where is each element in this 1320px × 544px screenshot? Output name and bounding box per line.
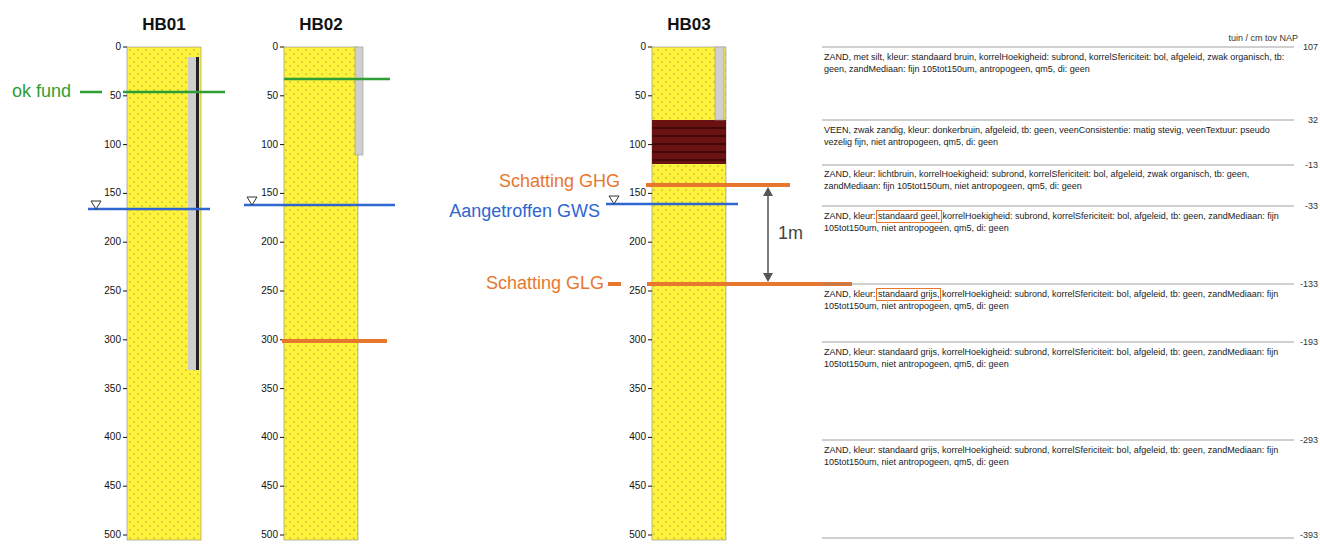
boring-column: HB01 — [127, 47, 201, 540]
dimension-label: 1m — [778, 223, 803, 245]
boring-title: HB01 — [107, 15, 221, 35]
depth-tick-label: 50 — [635, 90, 646, 102]
groundwater-line — [606, 203, 738, 206]
estimate-line — [282, 339, 387, 343]
layer-description: VEEN, zwak zandig, kleur: donkerbruin, a… — [824, 124, 1294, 148]
layer-description: ZAND, kleur: standaard grijs, korrelHoek… — [824, 288, 1294, 312]
depth-tick-label: 100 — [629, 139, 646, 151]
depth-tick-label: 450 — [261, 480, 278, 492]
depth-ticks — [280, 47, 284, 535]
peat-layer — [652, 120, 726, 164]
layer-separator — [822, 47, 1294, 538]
water-table-symbol — [91, 201, 101, 209]
depth-tick-label: 200 — [104, 236, 121, 248]
nap-level: -193 — [1300, 337, 1318, 348]
depth-tick-label: 300 — [261, 334, 278, 346]
boring-column: HB03 — [652, 47, 726, 540]
depth-tick-label: 250 — [261, 285, 278, 297]
groundwater-line — [244, 204, 395, 207]
foundation-line — [80, 91, 225, 94]
depth-tick-label: 200 — [629, 236, 646, 248]
depth-tick-label: 50 — [267, 90, 278, 102]
arrow-head — [763, 273, 773, 282]
boring-column: HB02 — [284, 47, 358, 540]
depth-tick-label: 500 — [629, 529, 646, 541]
nap-level: -133 — [1300, 279, 1318, 290]
depth-tick-label: 150 — [629, 187, 646, 199]
depth-tick-label: 400 — [629, 431, 646, 443]
foundation-line — [284, 78, 390, 81]
water-table-symbol — [609, 196, 619, 204]
arrow-head — [763, 187, 773, 196]
boring-title: HB03 — [632, 15, 746, 35]
dimension-line — [767, 193, 769, 276]
depth-tick-label: 250 — [104, 285, 121, 297]
sand-column — [127, 47, 201, 540]
depth-tick-label: 0 — [272, 41, 278, 53]
depth-tick-label: 300 — [104, 334, 121, 346]
nap-level: -13 — [1305, 160, 1318, 171]
depth-tick-label: 350 — [261, 383, 278, 395]
sand-column — [284, 47, 358, 540]
filter-pipe — [355, 47, 363, 155]
layer-description: ZAND, met silt, kleur: standaard bruin, … — [824, 51, 1294, 75]
depth-tick-label: 250 — [629, 285, 646, 297]
depth-tick-label: 350 — [104, 383, 121, 395]
filter-pipe — [188, 57, 196, 370]
ghg-label: Schatting GHG — [499, 171, 620, 193]
filter-pipe-edge — [196, 57, 199, 370]
depth-tick-label: 450 — [104, 480, 121, 492]
sand-column — [652, 47, 726, 540]
nap-level: -293 — [1300, 435, 1318, 446]
foundation-label: ok fund — [12, 81, 71, 103]
depth-tick-label: 150 — [104, 187, 121, 199]
depth-tick-label: 50 — [110, 90, 121, 102]
layer-description: ZAND, kleur: standaard geel, korrelHoeki… — [824, 210, 1294, 234]
layer-description: ZAND, kleur: standaard grijs, korrelHoek… — [824, 444, 1294, 468]
depth-tick-label: 100 — [104, 139, 121, 151]
axis-unit: tuin / cm tov NAP — [1228, 33, 1298, 44]
depth-tick-label: 150 — [261, 187, 278, 199]
depth-tick-label: 100 — [261, 139, 278, 151]
nap-level: -33 — [1305, 201, 1318, 212]
depth-tick-label: 450 — [629, 480, 646, 492]
nap-level: 107 — [1303, 42, 1318, 53]
glg-label: Schatting GLG — [486, 273, 604, 295]
depth-tick-label: 200 — [261, 236, 278, 248]
depth-tick-label: 500 — [104, 529, 121, 541]
layer-description: ZAND, kleur: lichtbruin, korrelHoekighei… — [824, 168, 1294, 192]
depth-ticks — [123, 47, 127, 535]
depth-tick-label: 400 — [261, 431, 278, 443]
depth-tick-label: 350 — [629, 383, 646, 395]
nap-level: -393 — [1300, 530, 1318, 541]
nap-level: 32 — [1308, 115, 1318, 126]
peat-hatch — [652, 128, 726, 160]
boring-title: HB02 — [264, 15, 378, 35]
water-table-symbol — [247, 197, 257, 205]
depth-tick-label: 300 — [629, 334, 646, 346]
filter-pipe — [715, 47, 724, 120]
depth-tick-label: 400 — [104, 431, 121, 443]
depth-tick-label: 0 — [115, 41, 121, 53]
layer-description: ZAND, kleur: standaard grijs, korrelHoek… — [824, 346, 1294, 370]
ghg-line — [646, 183, 790, 187]
depth-ticks — [648, 47, 652, 535]
groundwater-line — [88, 208, 210, 211]
groundwater-label: Aangetroffen GWS — [449, 201, 600, 223]
depth-tick-label: 500 — [261, 529, 278, 541]
depth-tick-label: 0 — [640, 41, 646, 53]
